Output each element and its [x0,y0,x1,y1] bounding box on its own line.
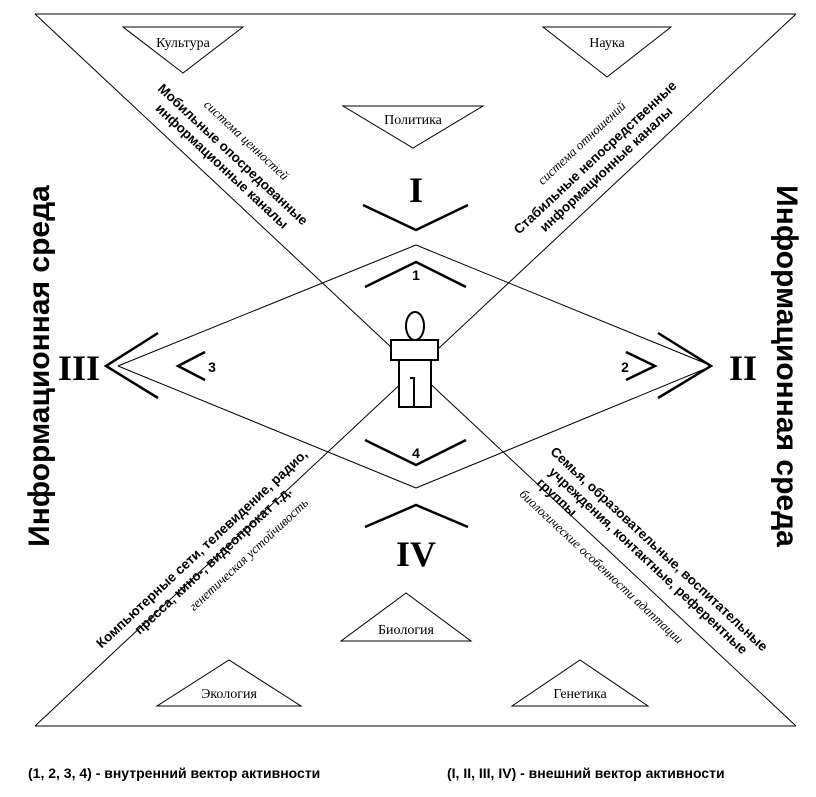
external-vector-III: III [58,348,100,388]
external-vector-left-chevron [103,331,159,400]
triangle-politics [341,105,485,149]
lens-line-top-left [117,244,417,367]
channel-bottom-left-line-2: пресса, кино-, видеопрокат т.д. [131,483,294,637]
triangle-genetics-label: Генетика [553,687,607,702]
internal-vector-3: 3 [208,359,216,375]
lens-line-top-right [415,244,713,367]
internal-vector-top-chevron [364,260,467,289]
channel-top-right-line-1: Стабильные непосредственные [511,78,680,238]
triangle-culture-label: Культура [156,36,210,51]
side-label-right: Информационная среда [770,185,803,547]
internal-vector-left-chevron [175,350,206,382]
channel-top-left-line-1: Мобильные опосредованные [155,81,311,229]
triangle-culture [121,26,245,74]
triangle-ecology-label: Экология [201,687,257,702]
triangle-ecology [155,659,303,707]
channel-top-right: система отношений Стабильные непосредств… [511,78,680,238]
triangle-genetics [510,659,650,707]
triangle-science [541,26,673,78]
triangle-science-label: Наука [589,36,625,51]
external-vector-I: I [409,170,423,210]
channel-bottom-left-line-1: Компьютерные сети, телевидение, радио, [93,446,310,651]
external-vector-right-chevron [657,331,714,400]
triangle-politics-label: Политика [384,113,443,128]
external-vector-bottom-chevron [364,503,469,529]
internal-vector-4: 4 [412,445,420,461]
channel-bottom-left: Компьютерные сети, телевидение, радио, п… [93,446,311,651]
external-vector-IV: IV [396,534,436,574]
internal-vector-1: 1 [412,267,420,283]
internal-vector-right-chevron [625,350,658,382]
external-vector-top-chevron [362,203,469,232]
side-label-left: Информационная среда [23,185,56,547]
internal-vector-bottom-chevron [364,438,467,467]
internal-vector-2: 2 [621,359,629,375]
triangle-biology-label: Биология [378,623,435,638]
lens-line-bottom-left [117,365,417,489]
person-shoulders [390,339,439,361]
external-vector-II: II [729,348,757,388]
lens-line-bottom-right [415,365,713,489]
person-arm [410,377,415,407]
person-icon [390,311,439,408]
legend-external-vector: (I, II, III, IV) - внешний вектор активн… [447,765,725,781]
channel-top-left: система ценностей Мобильные опосредованн… [153,81,312,232]
channel-bottom-right-line-2: учреждения, контактные, референтные [546,464,751,657]
legend-internal-vector: (1, 2, 3, 4) - внутренний вектор активно… [28,765,320,781]
person-head [405,311,425,341]
triangle-biology [339,592,473,642]
channel-bottom-right: Семья, образовательные, воспитательные у… [517,444,771,658]
